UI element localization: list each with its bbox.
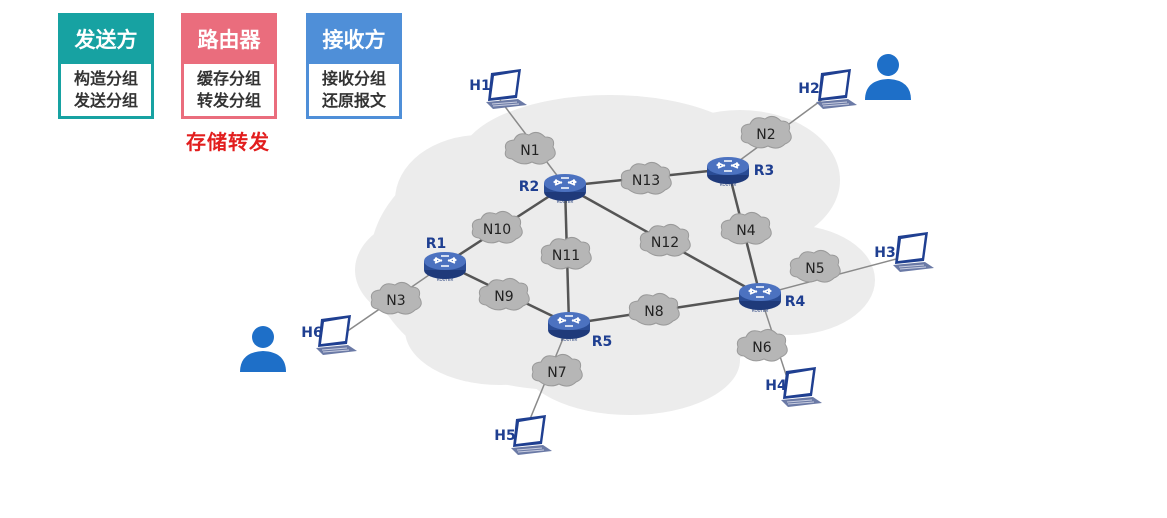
svg-text:ROUTER: ROUTER (557, 199, 574, 204)
svg-text:N6: N6 (752, 340, 771, 356)
svg-text:R1: R1 (426, 236, 447, 252)
receiver-steps: 接收分组 还原报文 (309, 64, 399, 112)
router-R5: R5 ROUTER (547, 311, 613, 350)
svg-text:N5: N5 (805, 261, 824, 277)
svg-text:N12: N12 (651, 235, 679, 251)
svg-text:N2: N2 (756, 127, 775, 143)
host-H3: H3 (874, 231, 935, 273)
svg-text:N11: N11 (552, 248, 580, 264)
network-N12: N12 (639, 223, 691, 257)
router-R4: R4 ROUTER (738, 282, 806, 313)
network-N7: N7 (531, 353, 583, 387)
network-N1: N1 (504, 131, 556, 165)
user-icon (865, 54, 911, 100)
host-H2: H2 (798, 68, 858, 110)
network-N5: N5 (789, 249, 841, 283)
network-N6: N6 (736, 328, 788, 362)
sender-card: 发送方 构造分组 发送分组 (58, 13, 154, 119)
sender-steps: 构造分组 发送分组 (61, 64, 151, 112)
svg-text:H3: H3 (874, 245, 895, 261)
svg-text:N10: N10 (483, 222, 511, 238)
user-icon (240, 326, 286, 372)
network-N9: N9 (478, 277, 530, 311)
host-H6: H6 (301, 314, 358, 356)
router-title: 路由器 (184, 16, 274, 64)
receiver-card: 接收方 接收分组 还原报文 (306, 13, 402, 119)
network-N8: N8 (628, 292, 680, 326)
svg-text:R2: R2 (519, 179, 540, 195)
receiver-title: 接收方 (309, 16, 399, 64)
sender-step-1: 构造分组 (73, 69, 138, 88)
svg-text:N3: N3 (386, 293, 405, 309)
network-N2: N2 (740, 115, 792, 149)
router-R3: R3 ROUTER (706, 156, 775, 187)
host-H5: H5 (494, 414, 553, 456)
svg-text:H2: H2 (798, 81, 819, 97)
svg-text:ROUTER: ROUTER (752, 308, 769, 313)
router-card: 路由器 缓存分组 转发分组 (181, 13, 277, 119)
svg-text:N9: N9 (494, 289, 513, 305)
host-H1: H1 (469, 68, 528, 110)
router-R2: R2 ROUTER (519, 173, 587, 204)
svg-text:ROUTER: ROUTER (437, 277, 454, 282)
svg-text:H6: H6 (301, 325, 322, 341)
svg-text:N1: N1 (520, 143, 539, 159)
svg-text:H5: H5 (494, 428, 515, 444)
svg-text:N4: N4 (736, 223, 755, 239)
network-N10: N10 (471, 210, 523, 244)
svg-text:R3: R3 (754, 163, 775, 179)
router-steps: 缓存分组 转发分组 (184, 64, 274, 112)
svg-text:R5: R5 (592, 334, 613, 350)
network-N4: N4 (720, 211, 772, 245)
svg-text:N8: N8 (644, 304, 663, 320)
router-step-1: 缓存分组 (196, 69, 261, 88)
svg-text:N7: N7 (547, 365, 566, 381)
svg-text:ROUTER: ROUTER (720, 182, 737, 187)
router-step-2: 转发分组 (196, 91, 261, 110)
router-R1: R1 ROUTER (423, 236, 467, 282)
receiver-step-1: 接收分组 (321, 69, 386, 88)
svg-text:H4: H4 (765, 378, 787, 394)
network-N11: N11 (540, 236, 592, 270)
sender-step-2: 发送分组 (73, 91, 138, 110)
store-and-forward-label: 存储转发 (186, 130, 270, 154)
svg-text:ROUTER: ROUTER (561, 337, 578, 342)
svg-text:N13: N13 (632, 173, 660, 189)
receiver-step-2: 还原报文 (321, 91, 386, 110)
network-N3: N3 (370, 281, 422, 315)
svg-text:R4: R4 (785, 294, 806, 310)
sender-title: 发送方 (61, 16, 151, 64)
svg-text:H1: H1 (469, 78, 490, 94)
network-N13: N13 (620, 161, 672, 195)
host-H4: H4 (765, 366, 823, 408)
